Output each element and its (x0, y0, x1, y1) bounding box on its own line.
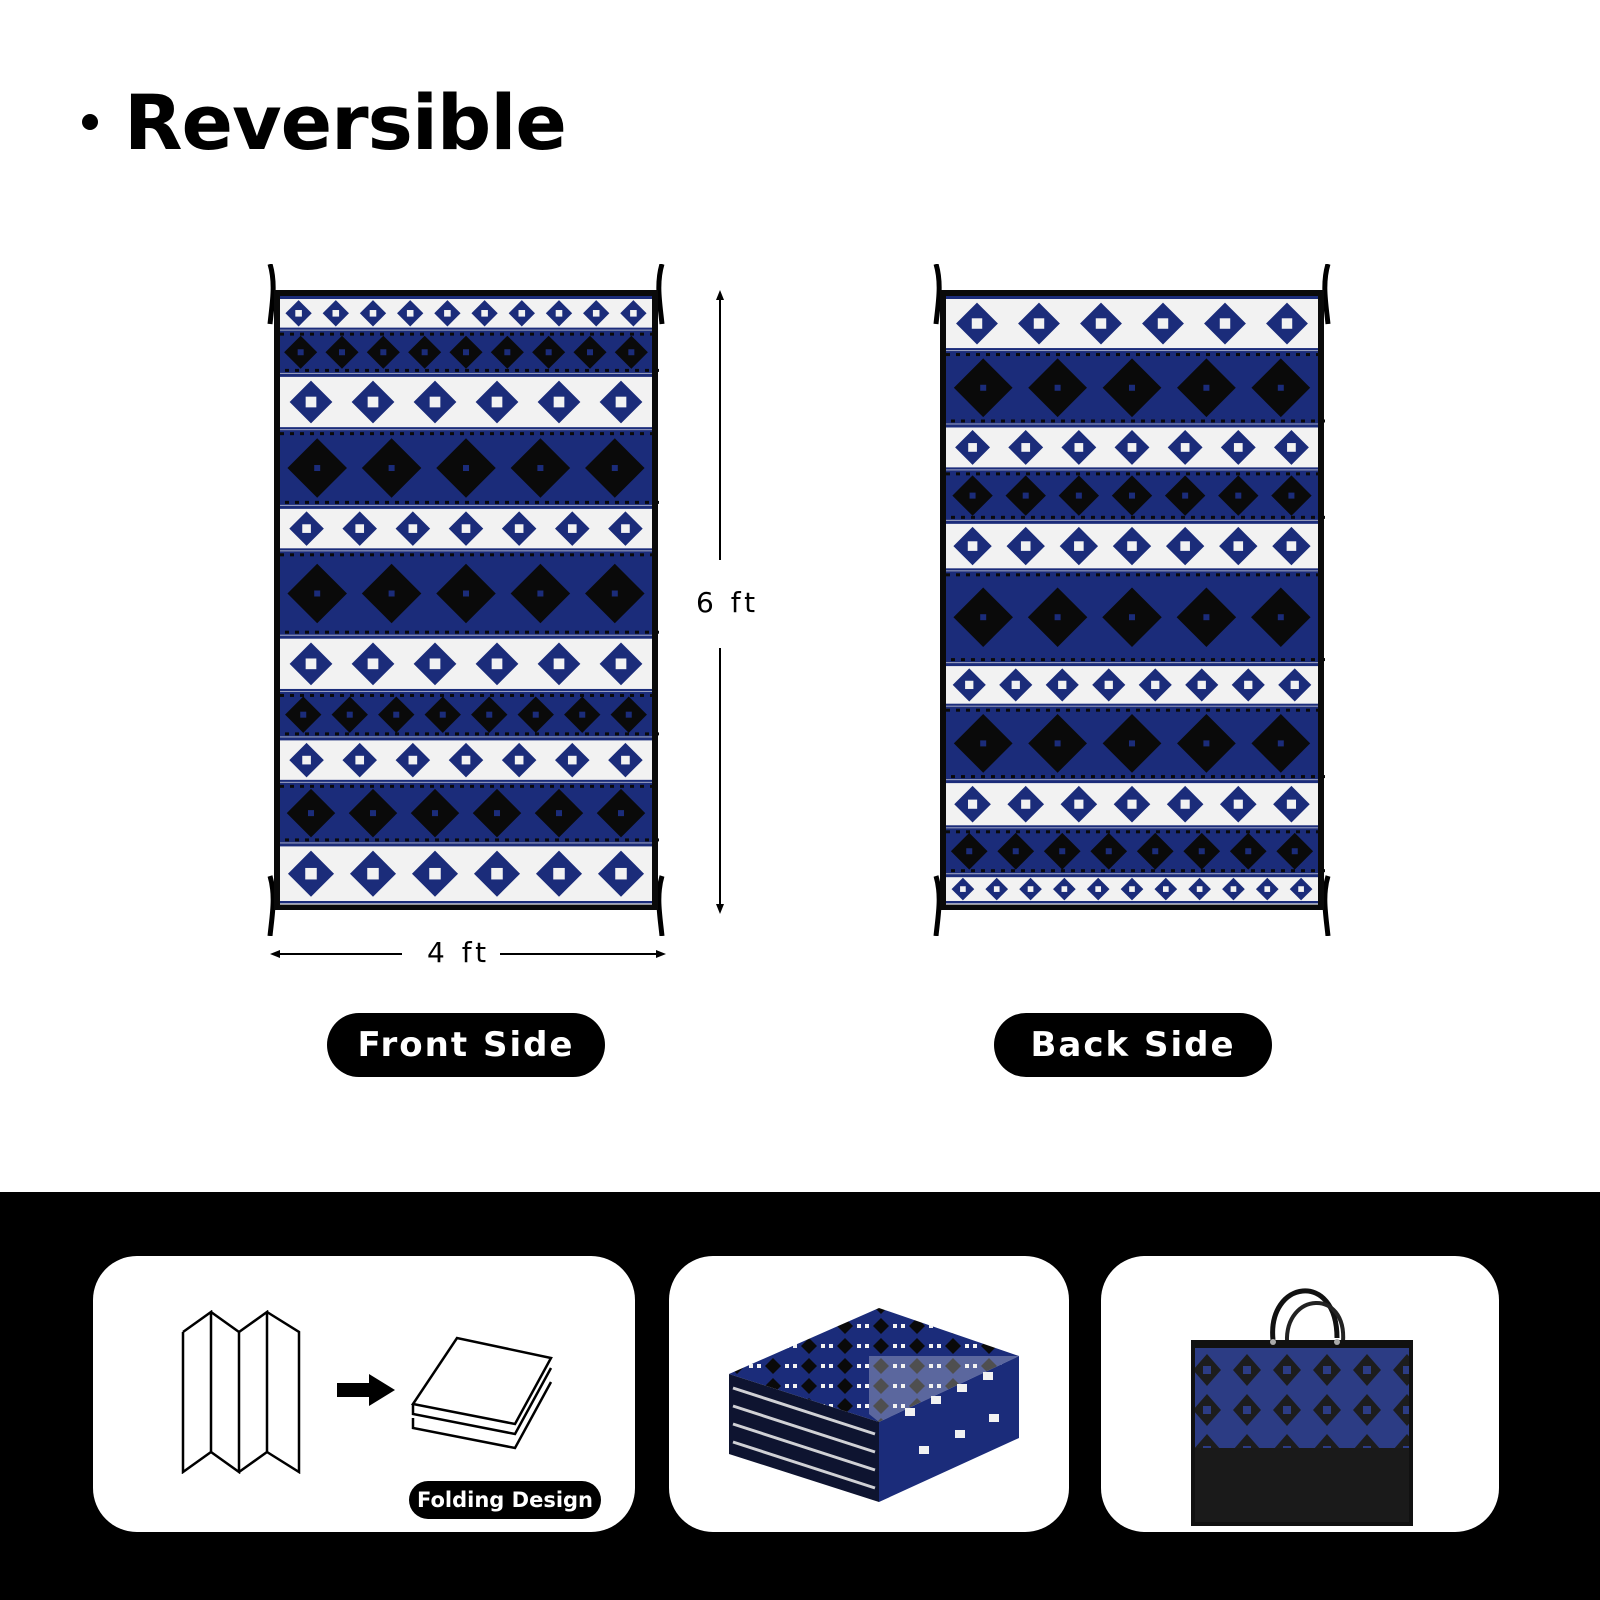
storage-bag-card (1101, 1256, 1499, 1532)
page-title: Reversible (124, 77, 567, 167)
stacked-sheets-icon (411, 1336, 553, 1450)
folded-panels-icon (181, 1310, 301, 1474)
folded-mat-photo (729, 1308, 1019, 1502)
back-side-label: Back Side (994, 1013, 1272, 1077)
width-dimension-line (270, 950, 666, 958)
arrow-right-icon (337, 1374, 395, 1406)
width-label: 4 ft (427, 936, 491, 969)
folding-design-card: Folding Design (93, 1256, 635, 1532)
front-rug-image (266, 264, 666, 936)
back-rug-image (932, 264, 1332, 936)
height-label: 6 ft (696, 586, 760, 619)
front-side-label: Front Side (327, 1013, 605, 1077)
bullet-icon (82, 114, 98, 130)
page-heading: Reversible (82, 72, 567, 172)
folded-mat-card (669, 1256, 1069, 1532)
height-dimension-line (716, 290, 724, 914)
storage-bag-photo (1191, 1288, 1413, 1526)
folding-design-label: Folding Design (409, 1481, 601, 1519)
